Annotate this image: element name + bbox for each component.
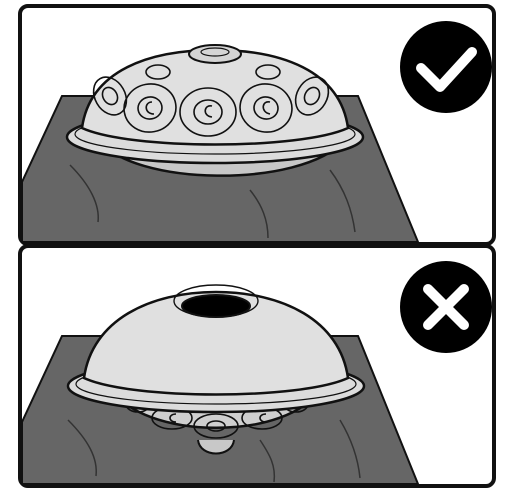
panel-incorrect: [20, 246, 494, 486]
cross-icon: [400, 261, 492, 353]
check-icon: [400, 21, 492, 113]
panel-correct: [20, 6, 494, 244]
